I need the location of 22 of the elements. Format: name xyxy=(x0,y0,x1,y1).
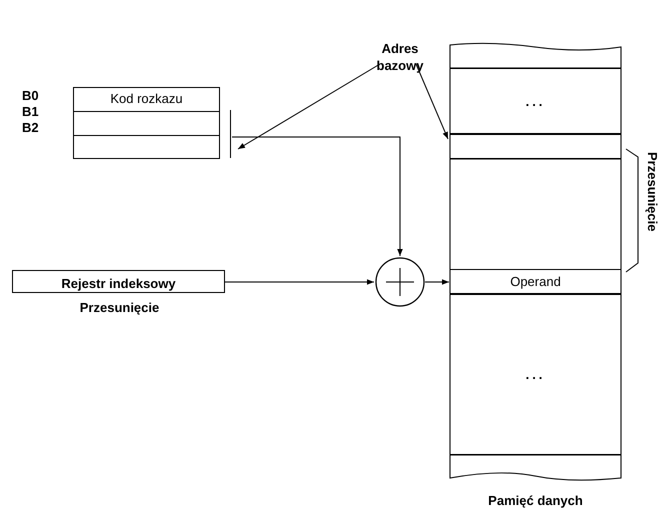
memory-cell xyxy=(450,294,621,455)
vertical-label: Przesunięcie xyxy=(645,152,660,232)
arrow xyxy=(232,136,403,256)
memory-cell xyxy=(450,68,621,134)
arrow xyxy=(424,279,450,285)
row-label: B2 xyxy=(22,120,39,135)
cell-label: Operand xyxy=(510,274,561,289)
memory-cell xyxy=(450,269,621,294)
row-label: B0 xyxy=(22,88,39,103)
row-label: B1 xyxy=(22,104,39,119)
arrow xyxy=(238,64,380,150)
ellipsis: ... xyxy=(526,367,546,382)
adder-symbol xyxy=(375,257,425,307)
memory-cell xyxy=(450,134,621,159)
instruction-format-table xyxy=(73,87,220,159)
text-label: Adres bazowy xyxy=(360,40,440,76)
table-cell: Kod rozkazu xyxy=(74,88,219,112)
arrow xyxy=(224,279,374,285)
arrow xyxy=(416,64,448,140)
ellipsis: ... xyxy=(526,94,546,108)
column-caption: Pamięć danych xyxy=(487,493,584,508)
node-label: Przesunięcie xyxy=(78,299,160,317)
